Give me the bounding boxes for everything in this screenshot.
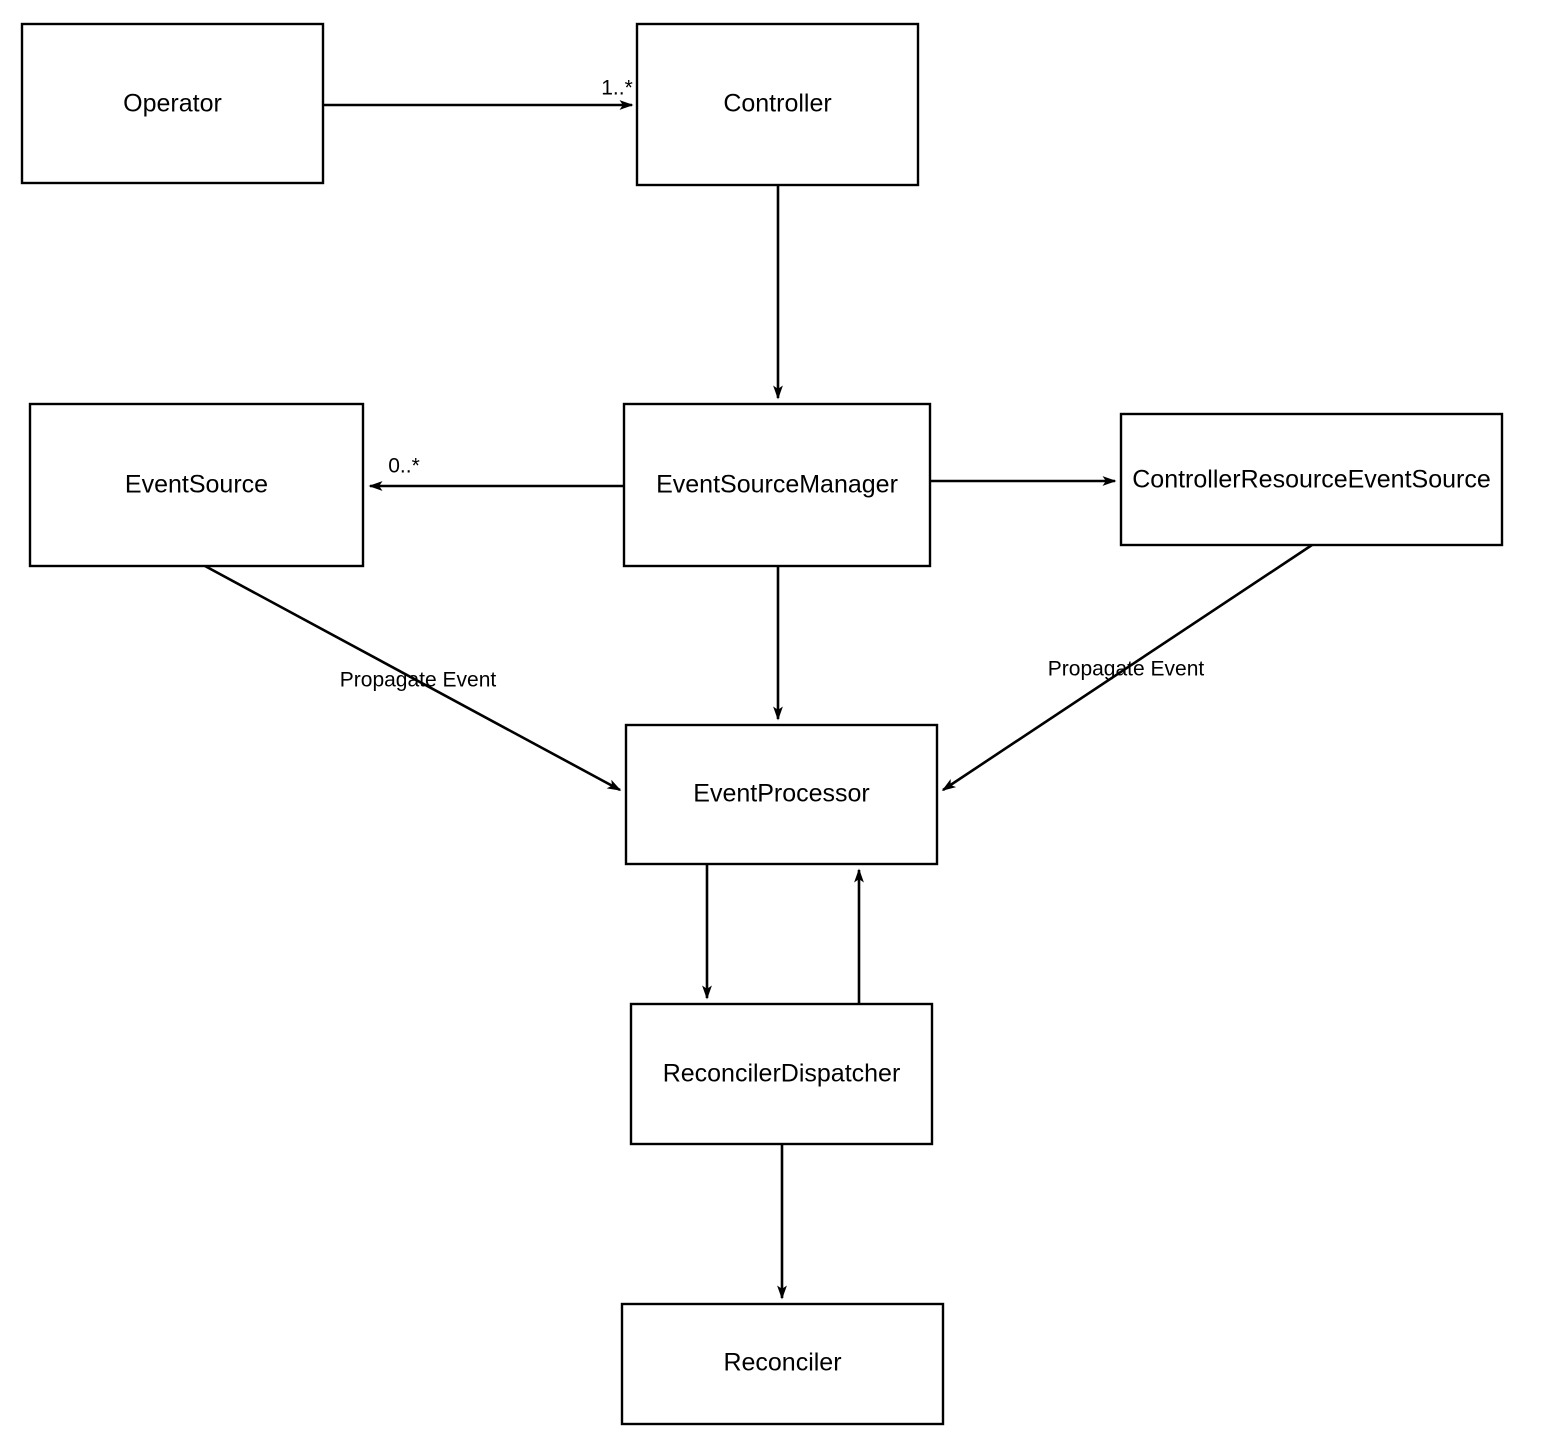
edge-controller-resource-event-source-to-event-processor xyxy=(941,543,1313,792)
edge-label-propagate-event-right: Propagate Event xyxy=(1048,658,1205,681)
node-label-operator: Operator xyxy=(123,90,222,118)
node-label-controller-resource-event-source: ControllerResourceEventSource xyxy=(1132,466,1491,494)
node-controller[interactable]: Controller xyxy=(635,22,920,187)
node-reconciler-dispatcher[interactable]: ReconcilerDispatcher xyxy=(629,1002,934,1146)
edge-label-propagate-event-left: Propagate Event xyxy=(340,669,497,692)
node-controller-resource-event-source[interactable]: ControllerResourceEventSource xyxy=(1119,412,1504,547)
node-event-source-manager[interactable]: EventSourceManager xyxy=(622,402,932,568)
node-operator[interactable]: Operator xyxy=(20,22,325,185)
edges-layer xyxy=(204,100,1313,1300)
multiplicity-controller: 1..* xyxy=(601,77,633,100)
node-label-event-source-manager: EventSourceManager xyxy=(656,471,898,499)
nodes-layer: Operator Controller EventSource EventSou… xyxy=(20,22,1504,1426)
multiplicity-event-source: 0..* xyxy=(388,455,420,478)
node-reconciler[interactable]: Reconciler xyxy=(620,1302,945,1426)
node-label-event-source: EventSource xyxy=(125,471,268,499)
edge-event-source-to-event-processor xyxy=(204,564,622,792)
node-label-event-processor: EventProcessor xyxy=(693,780,869,808)
node-label-controller: Controller xyxy=(723,90,831,118)
node-label-reconciler-dispatcher: ReconcilerDispatcher xyxy=(663,1060,901,1088)
labels-layer: 1..* 0..* Propagate Event Propagate Even… xyxy=(340,77,1205,692)
node-event-processor[interactable]: EventProcessor xyxy=(624,723,939,866)
node-event-source[interactable]: EventSource xyxy=(28,402,365,568)
node-label-reconciler: Reconciler xyxy=(723,1349,841,1377)
